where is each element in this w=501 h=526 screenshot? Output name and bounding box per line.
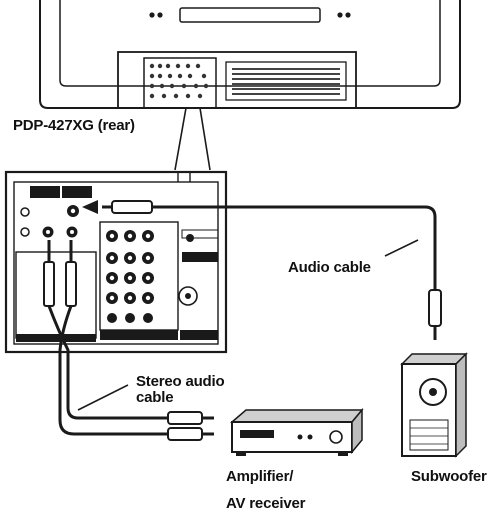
audio-cable-pointer [384,239,419,257]
amplifier-label: Amplifier/ [226,468,294,485]
subwoofer-device [400,352,468,458]
right-terminals [178,229,219,340]
stereo-audio-cable-label: Stereo audio [136,373,225,390]
rca-jack-grid [106,230,154,323]
subwoofer-label: Subwoofer [411,468,487,485]
tv-rear [39,0,461,109]
audio-cable-label: Audio cable [288,259,371,276]
zoom-callout [174,107,211,171]
audio-cable [82,200,442,340]
amplifier-label-line2: AV receiver [226,495,306,512]
tv-terminal-dots [149,63,209,99]
stereo-audio-cable-label-line2: cable [136,389,174,406]
model-label: PDP-427XG (rear) [13,117,135,134]
tv-vent [232,68,340,95]
stereo-cable-pointer [77,384,129,411]
stereo-audio-cable [43,240,214,441]
amplifier-device [229,407,364,456]
